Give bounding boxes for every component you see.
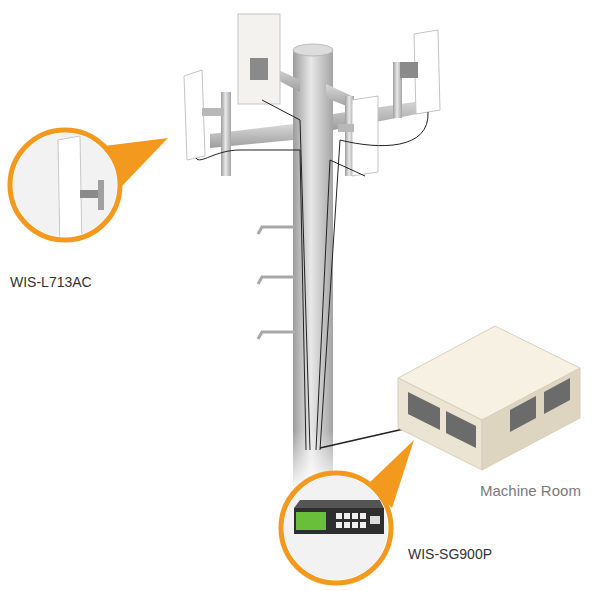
mount-pipe bbox=[221, 92, 231, 176]
node-label: WIS-L713AC bbox=[10, 274, 92, 291]
machine-room: Machine Room bbox=[396, 322, 600, 502]
antenna-callout: WIS-L713AC bbox=[6, 128, 136, 298]
bracket bbox=[202, 108, 224, 116]
room-window bbox=[510, 396, 536, 432]
rung bbox=[258, 277, 295, 284]
bracket bbox=[400, 62, 418, 78]
callout-circle bbox=[281, 473, 391, 583]
room-window bbox=[446, 411, 476, 448]
room-window bbox=[408, 392, 440, 430]
room-front bbox=[398, 378, 482, 470]
bracket bbox=[250, 58, 268, 80]
bracket bbox=[338, 124, 354, 132]
switch-callout: WIS-SG900P bbox=[279, 471, 579, 587]
rung bbox=[258, 332, 295, 339]
cable bbox=[316, 160, 365, 450]
node-label: Machine Room bbox=[480, 482, 581, 500]
link-line bbox=[320, 428, 408, 448]
cable bbox=[196, 150, 306, 450]
cable bbox=[262, 100, 310, 450]
node-label: WIS-SG900P bbox=[408, 546, 492, 563]
rung bbox=[258, 227, 295, 234]
room-side bbox=[482, 368, 580, 470]
room-window bbox=[544, 378, 570, 414]
pole bbox=[293, 50, 333, 490]
antenna bbox=[184, 70, 205, 160]
antenna bbox=[352, 96, 378, 176]
pole-top bbox=[293, 44, 333, 56]
antenna bbox=[238, 14, 280, 104]
